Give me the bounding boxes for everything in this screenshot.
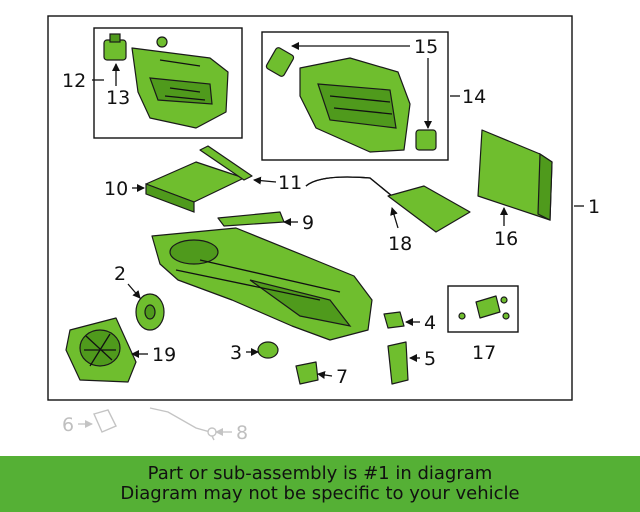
callout-6: 6	[62, 414, 74, 436]
part-14-case[interactable]	[299, 57, 437, 153]
callout-10: 10	[104, 178, 128, 200]
part-4-clip[interactable]	[383, 311, 405, 329]
callout-15: 15	[414, 36, 438, 58]
part-15-actuator[interactable]	[265, 47, 295, 78]
part-13-actuator[interactable]	[103, 33, 127, 61]
part-17-resistor[interactable]	[458, 295, 510, 320]
callout-19: 19	[152, 344, 176, 366]
callout-8: 8	[236, 422, 248, 444]
part-6-sensor-faded[interactable]	[93, 409, 117, 433]
info-banner: Part or sub-assembly is #1 in diagram Di…	[0, 456, 640, 512]
callout-3: 3	[230, 342, 242, 364]
part-19-blower-motor[interactable]	[65, 317, 137, 383]
parts-diagram: 1 2 3 4 5 6 7 8 9 10 11 12 13 14 15 16 1…	[47, 15, 600, 444]
subframe-14	[261, 31, 449, 161]
part-5-actuator[interactable]	[387, 341, 409, 385]
assembly-frame	[47, 15, 573, 401]
part-7-sensor[interactable]	[295, 361, 319, 385]
part-1-hvac-housing[interactable]	[151, 227, 373, 341]
callout-13: 13	[106, 87, 130, 109]
callout-18: 18	[388, 233, 412, 255]
subframe-17	[447, 285, 519, 333]
callout-7: 7	[336, 366, 348, 388]
banner-line-1: Part or sub-assembly is #1 in diagram	[147, 463, 493, 484]
part-8-harness-faded[interactable]	[149, 407, 217, 441]
part-9-bracket[interactable]	[217, 211, 285, 227]
part-2-blower-wheel[interactable]	[135, 293, 165, 331]
callout-16: 16	[494, 228, 518, 250]
part-16-evaporator[interactable]	[477, 129, 553, 221]
callout-9: 9	[302, 212, 314, 234]
callout-5: 5	[424, 348, 436, 370]
callout-11: 11	[278, 172, 302, 194]
callout-4: 4	[424, 312, 436, 334]
part-12-upper-case[interactable]	[131, 36, 229, 129]
part-11-filter-door[interactable]	[199, 145, 253, 181]
subframe-12	[93, 27, 243, 139]
part-3-seal[interactable]	[257, 341, 279, 359]
banner-line-2: Diagram may not be specific to your vehi…	[120, 483, 520, 504]
callout-12: 12	[62, 70, 86, 92]
part-18-heater-core[interactable]	[305, 176, 471, 233]
callout-14: 14	[462, 86, 486, 108]
callout-2: 2	[114, 263, 126, 285]
callout-1: 1	[588, 196, 600, 218]
callout-17: 17	[472, 342, 496, 364]
